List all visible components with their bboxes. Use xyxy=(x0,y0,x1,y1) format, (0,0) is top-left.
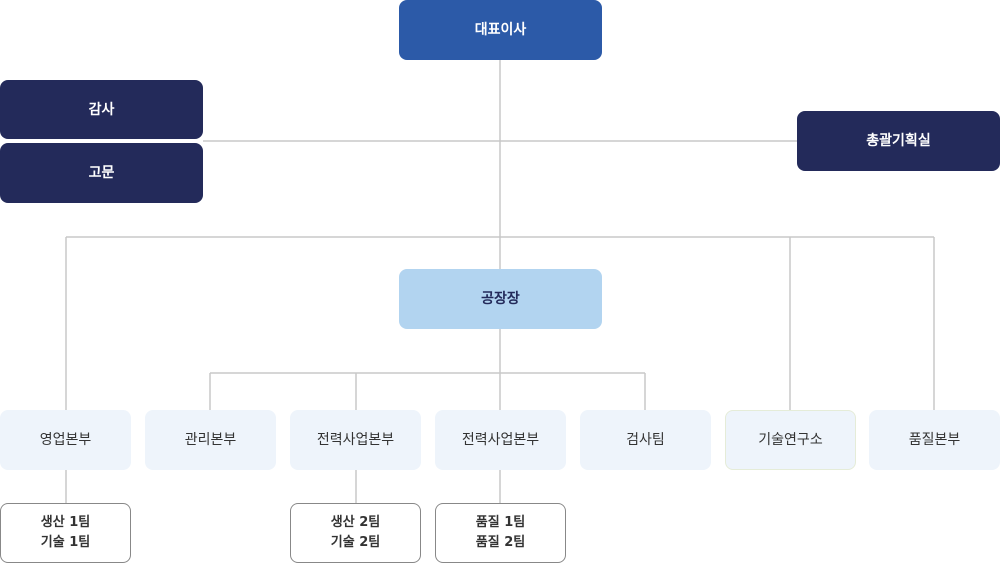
team-label: 생산 2팀 xyxy=(330,515,381,530)
plant-manager-label: 공장장 xyxy=(481,291,520,307)
team-box-sales: 생산 1팀 기술 1팀 xyxy=(0,503,131,563)
audit-box: 감사 xyxy=(0,80,203,139)
dept-inspection: 검사팀 xyxy=(580,410,711,470)
dept-power-1: 전력사업본부 xyxy=(290,410,421,470)
dept-power-2-label: 전력사업본부 xyxy=(461,432,540,448)
planning-office-box: 총괄기획실 xyxy=(797,111,1000,171)
dept-admin-label: 관리본부 xyxy=(184,432,237,448)
team-label: 기술 1팀 xyxy=(40,535,91,550)
dept-inspection-label: 검사팀 xyxy=(626,432,665,448)
dept-power-1-label: 전력사업본부 xyxy=(316,432,395,448)
dept-research: 기술연구소 xyxy=(725,410,856,470)
audit-label: 감사 xyxy=(88,101,115,118)
team-label: 생산 1팀 xyxy=(40,515,91,530)
dept-quality: 품질본부 xyxy=(869,410,1000,470)
team-label: 품질 1팀 xyxy=(475,515,526,530)
advisor-label: 고문 xyxy=(88,165,115,181)
dept-research-label: 기술연구소 xyxy=(758,432,823,448)
dept-admin: 관리본부 xyxy=(145,410,276,470)
ceo-box: 대표이사 xyxy=(399,0,602,60)
team-label: 기술 2팀 xyxy=(330,535,381,550)
dept-sales-label: 영업본부 xyxy=(39,432,92,448)
dept-quality-label: 품질본부 xyxy=(908,432,961,448)
team-box-power-1: 생산 2팀 기술 2팀 xyxy=(290,503,421,563)
plant-manager-box: 공장장 xyxy=(399,269,602,329)
team-box-power-2: 품질 1팀 품질 2팀 xyxy=(435,503,566,563)
advisor-box: 고문 xyxy=(0,143,203,203)
dept-sales: 영업본부 xyxy=(0,410,131,470)
team-label: 품질 2팀 xyxy=(475,535,526,550)
ceo-label: 대표이사 xyxy=(474,22,527,38)
planning-office-label: 총괄기획실 xyxy=(866,133,931,149)
dept-power-2: 전력사업본부 xyxy=(435,410,566,470)
